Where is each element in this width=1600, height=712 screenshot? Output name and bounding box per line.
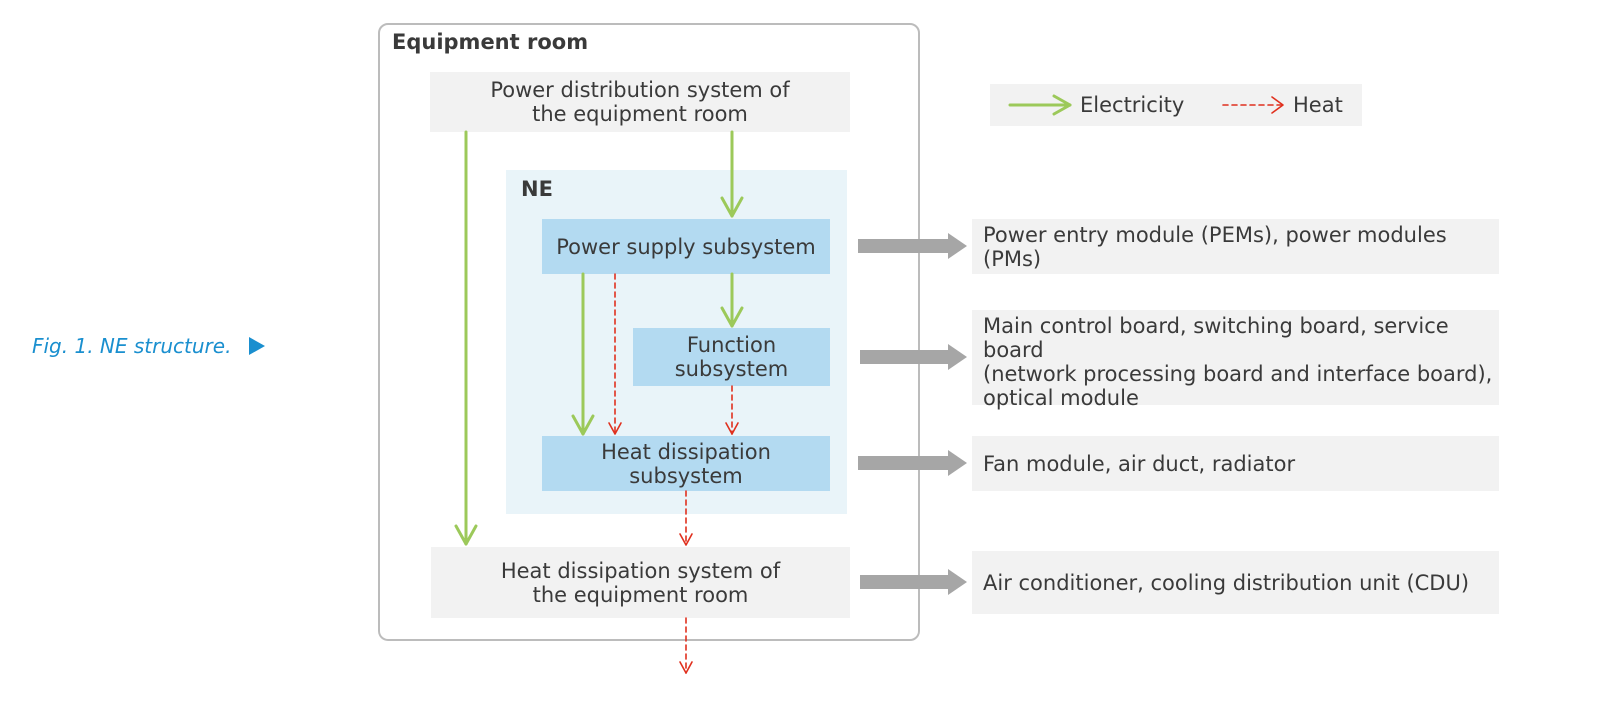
component-box-heat: Fan module, air duct, radiator xyxy=(972,436,1499,491)
component-heat-text: Fan module, air duct, radiator xyxy=(983,451,1296,476)
heat-arrow-heat-room-out xyxy=(679,617,693,674)
component-box-function: Main control board, switching board, ser… xyxy=(972,310,1499,410)
gray-arrow-heat xyxy=(858,450,967,476)
power-supply-subsystem-box: Power supply subsystem xyxy=(542,219,830,274)
component-box-power: Power entry module (PEMs), power modules… xyxy=(972,219,1499,274)
component-function-line1: Main control board, switching board, ser… xyxy=(983,313,1449,362)
gray-arrow-function xyxy=(860,344,967,370)
component-power-text: Power entry module (PEMs), power modules… xyxy=(983,222,1447,271)
heat-dissipation-subsystem-box: Heat dissipation subsystem xyxy=(542,436,830,491)
power-distribution-line2: the equipment room xyxy=(532,102,748,126)
electricity-arrow-distribution-to-power-supply xyxy=(720,130,744,218)
equipment-room-title: Equipment room xyxy=(392,30,589,54)
power-distribution-box: Power distribution system of the equipme… xyxy=(430,72,850,132)
component-function-line3: optical module xyxy=(983,385,1139,410)
legend-electricity-label: Electricity xyxy=(1080,93,1185,117)
heat-room-line2: the equipment room xyxy=(532,582,749,607)
heat-arrow-power-to-heat-subsystem xyxy=(608,273,622,435)
electricity-arrow-distribution-to-heat-room xyxy=(454,130,478,546)
legend-electricity-icon xyxy=(1008,94,1072,116)
power-supply-label: Power supply subsystem xyxy=(556,234,816,259)
electricity-arrow-power-to-function xyxy=(720,272,744,328)
component-box-room-heat: Air conditioner, cooling distribution un… xyxy=(972,551,1499,614)
gray-arrow-room-heat xyxy=(860,569,967,595)
heat-room-box: Heat dissipation system of the equipment… xyxy=(431,547,850,618)
figure-caption: Fig. 1. NE structure. xyxy=(32,334,266,358)
ne-title: NE xyxy=(521,177,553,201)
gray-arrow-power xyxy=(858,233,967,259)
power-distribution-line1: Power distribution system of xyxy=(490,78,790,102)
function-line1: Function xyxy=(686,333,777,357)
legend-heat-label: Heat xyxy=(1293,93,1343,117)
function-subsystem-box: Function subsystem xyxy=(633,328,830,386)
heat-arrow-function-to-heat-subsystem xyxy=(725,385,739,435)
function-line2: subsystem xyxy=(674,357,789,381)
electricity-arrow-power-to-heat-subsystem xyxy=(571,272,595,436)
play-triangle-icon xyxy=(249,337,266,355)
legend-heat-icon xyxy=(1222,96,1284,114)
heat-room-line1: Heat dissipation system of xyxy=(500,558,781,583)
caption-text: Fig. 1. NE structure. xyxy=(32,334,232,358)
component-function-line2: (network processing board and interface … xyxy=(983,361,1493,386)
component-room-heat-text: Air conditioner, cooling distribution un… xyxy=(983,570,1470,595)
heat-arrow-subsystem-to-heat-room xyxy=(679,490,693,546)
heat-subsystem-label: Heat dissipation subsystem xyxy=(601,439,771,488)
